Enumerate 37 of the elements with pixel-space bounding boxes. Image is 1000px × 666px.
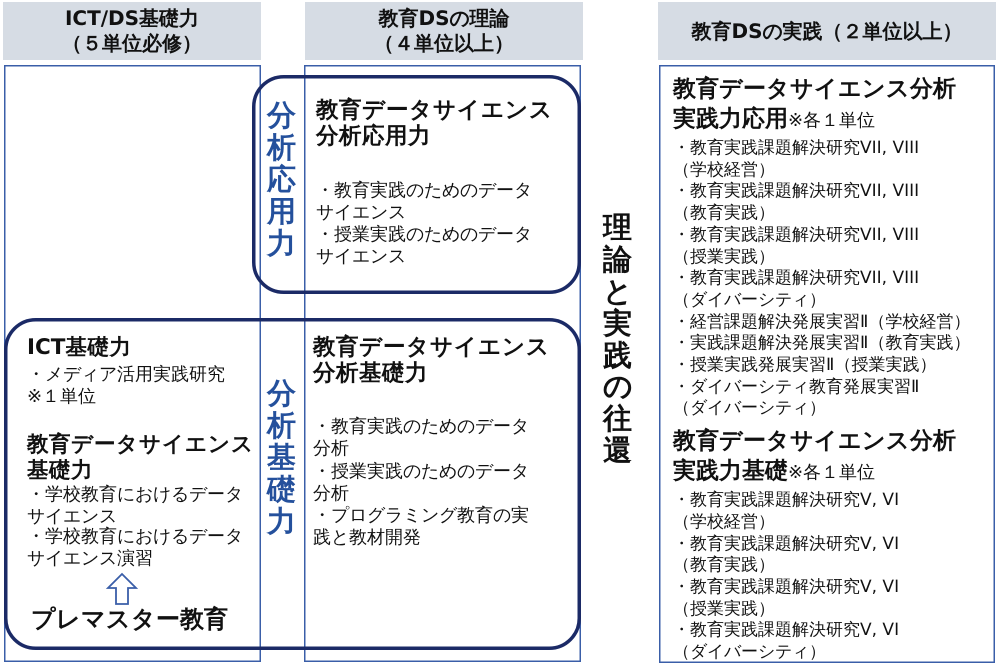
column-heading: ICT/DS基礎力（５単位必修） xyxy=(61,6,203,56)
list-item: ・教育実践課題解決研究V, VI（学校経営） xyxy=(673,490,900,534)
list-item: ・プログラミング教育の実践と教材開発 xyxy=(313,505,530,548)
bold-label: プレマスター教育 xyxy=(31,604,231,634)
vertical-heading: 分析応用力 xyxy=(267,100,296,260)
list-item: ・教育実践のためのデータサイエンス xyxy=(316,180,533,223)
list-item: ・教育実践課題解決研究VII, VIII（教育実践） xyxy=(673,181,920,225)
list-item: ・教育実践課題解決研究V, VI（ダイバーシティ） xyxy=(673,620,900,664)
heading: 教育データサイエンス分析実践力応用※各１単位 xyxy=(673,75,957,134)
list-item: ・教育実践課題解決研究VII, VIII（授業実践） xyxy=(673,224,920,268)
heading: ICT基礎力 xyxy=(27,335,132,361)
heading: 教育データサイエンス分析基礎力 xyxy=(313,334,551,386)
list-item: ・経営課題解決発展実習Ⅱ（学校経営） xyxy=(673,312,972,333)
heading: 教育データサイエンス分析実践力基礎※各１単位 xyxy=(673,427,957,486)
vertical-heading: 分析基礎力 xyxy=(267,378,296,538)
list-item: ・教育実践課題解決研究V, VI（授業実践） xyxy=(673,576,900,620)
list-item: ・ダイバーシティ教育発展実習Ⅱ（ダイバーシティ） xyxy=(673,376,920,420)
list-item: ・教育実践課題解決研究V, VI（教育実践） xyxy=(673,534,900,577)
list-item: ・教育実践課題解決研究VII, VIII（学校経営） xyxy=(673,138,920,181)
list-item: ・授業実践発展実習Ⅱ（授業実践） xyxy=(673,355,938,377)
list-item: ・授業実践のためのデータサイエンス xyxy=(316,224,533,267)
list-item: ・学校教育におけるデータサイエンス xyxy=(27,484,244,526)
header-bar xyxy=(305,2,583,60)
column-heading: 教育DSの実践（２単位以上） xyxy=(690,18,964,44)
list-item: ・教育実践課題解決研究VII, VIII（ダイバーシティ） xyxy=(673,268,920,312)
list-item: ・実践課題解決発展実習Ⅱ（教育実践） xyxy=(673,333,972,356)
heading: 教育データサイエンス分析応用力 xyxy=(316,97,554,149)
header-bar xyxy=(3,2,261,60)
column-heading: 教育DSの理論（４単位以上） xyxy=(373,6,515,56)
list-item: ・教育実践のためのデータ分析 xyxy=(313,416,530,459)
vertical-label: 理論と実践の往還 xyxy=(603,212,632,468)
header-bar xyxy=(658,2,996,60)
list-item: ・授業実践のためのデータ分析 xyxy=(313,461,530,504)
list-item: ・学校教育におけるデータサイエンス演習 xyxy=(27,526,244,569)
list-item: ・メディア活用実践研究※１単位 xyxy=(27,364,226,407)
heading: 教育データサイエンス基礎力 xyxy=(27,432,255,484)
block-arrow xyxy=(106,572,138,605)
